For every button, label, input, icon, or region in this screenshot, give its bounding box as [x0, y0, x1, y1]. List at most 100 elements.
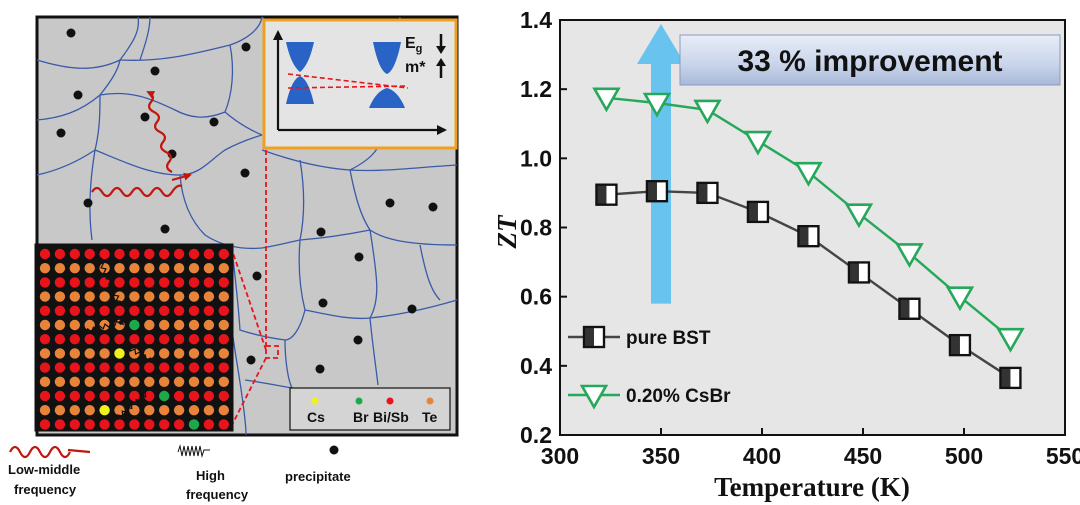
low-middle-label-2: frequency — [14, 482, 77, 497]
lattice-atom-bisb — [144, 277, 155, 288]
lattice-atom-bisb — [173, 277, 185, 288]
lattice-atom-bisb — [159, 305, 170, 316]
lattice-atom-te — [54, 376, 66, 387]
lattice-atom-bisb — [159, 248, 170, 260]
lattice-atom-te — [203, 291, 215, 302]
lattice-atom-bisb — [54, 362, 66, 373]
lattice-atom-bisb — [188, 248, 200, 260]
lattice-atom-te — [188, 376, 200, 387]
lattice-atom-bisb — [114, 362, 125, 373]
lattice-atom-te — [218, 348, 229, 359]
lattice-atom-bisb — [144, 248, 155, 260]
lattice-atom-bisb — [69, 419, 81, 430]
lattice-atom-bisb — [69, 277, 81, 288]
lattice-atom-bisb — [39, 362, 51, 373]
lattice-atom-te — [218, 376, 229, 387]
data-point-triangle — [945, 286, 975, 312]
lattice-atom-te — [173, 348, 185, 359]
lattice-atom-bisb — [203, 248, 215, 260]
lattice-atom-te — [84, 263, 95, 274]
lattice-atom-bisb — [188, 390, 200, 402]
lattice-atom-bisb — [114, 419, 125, 430]
lattice-atom-te — [39, 348, 51, 359]
lattice-atom-bisb — [99, 248, 110, 260]
lattice-atom-bisb — [173, 390, 185, 402]
lattice-atom-bisb — [173, 419, 185, 430]
lattice-atom-bisb — [218, 419, 229, 430]
lattice-atom-bisb — [99, 362, 110, 373]
lattice-atom-te — [114, 376, 125, 387]
lattice-atom-bisb — [218, 390, 229, 402]
data-point-square — [645, 180, 669, 203]
data-point-triangle — [844, 203, 874, 229]
data-point-square — [746, 200, 770, 224]
lattice-atom-te — [173, 263, 185, 274]
lattice-atom-te — [144, 376, 155, 387]
data-point-triangle — [579, 384, 609, 410]
low-frequency-phonon-path — [91, 91, 192, 198]
lattice-atom-bisb — [173, 334, 185, 345]
lattice-atom-bisb — [203, 334, 215, 345]
lattice-atom-te — [218, 319, 229, 331]
lattice-atom-bisb — [188, 362, 200, 373]
lattice-atom-te — [69, 263, 81, 274]
lattice-atom-te — [39, 405, 51, 416]
y-tick-label: 0.6 — [520, 284, 552, 310]
lattice-atom-te — [203, 405, 215, 416]
lattice-atom-bisb — [188, 334, 200, 345]
lattice-atom-bisb — [84, 390, 95, 402]
improvement-arrow-shape — [637, 24, 685, 304]
data-point-square — [898, 297, 921, 320]
lattice-atom-bisb — [129, 390, 140, 402]
lattice-atom-bisb — [159, 419, 170, 430]
lattice-atom-te — [173, 405, 185, 416]
lattice-atom-bisb — [203, 390, 215, 402]
lattice-atom-te — [54, 319, 66, 331]
lattice-atom-te — [218, 405, 229, 416]
y-tick-label: 0.8 — [520, 215, 552, 241]
lattice-atom-te — [99, 376, 110, 387]
x-tick-label: 400 — [743, 443, 781, 469]
lattice-atom-bisb — [114, 248, 125, 260]
lattice-atom-br — [129, 319, 140, 331]
lattice-atom-te — [188, 263, 200, 274]
lattice-atom-bisb — [39, 390, 51, 402]
lattice-atom-te — [54, 405, 66, 416]
lattice-atom-bisb — [84, 362, 95, 373]
y-tick-label: 0.2 — [520, 422, 552, 448]
lattice-atom-te — [218, 263, 229, 274]
lattice-atom-te — [69, 291, 81, 302]
lattice-atom-te — [159, 291, 170, 302]
y-tick-label: 1.2 — [520, 76, 552, 102]
lattice-atom-te — [173, 291, 185, 302]
lattice-atom-bisb — [114, 390, 125, 402]
y-tick-label: 0.4 — [520, 353, 552, 379]
x-tick-label: 450 — [844, 443, 882, 469]
data-point-square — [797, 225, 820, 248]
x-tick-label: 300 — [541, 443, 579, 469]
lattice-atom-bisb — [173, 305, 185, 316]
y-tick-label: 1.0 — [520, 145, 552, 171]
lattice-atom-bisb — [159, 277, 170, 288]
lattice-atom-bisb — [129, 362, 140, 373]
data-point-triangle — [996, 327, 1025, 353]
lattice-atom-te — [84, 291, 95, 302]
lattice-atom-te — [144, 291, 155, 302]
y-axis-title: ZT — [492, 214, 522, 249]
lattice-atom-bisb — [144, 362, 155, 373]
lattice-atom-cs — [99, 405, 110, 416]
zoom-connectors — [231, 150, 279, 426]
lattice-atom-cs — [114, 348, 125, 359]
lattice-atom-bisb — [99, 305, 110, 316]
x-axis-title: Temperature (K) — [714, 472, 910, 502]
lattice-atom-bisb — [203, 419, 215, 430]
lattice-atom-te — [129, 291, 140, 302]
lattice-atom-bisb — [218, 334, 229, 345]
lattice-atom-te — [129, 263, 140, 274]
legend-label: 0.20% CsBr — [626, 386, 731, 407]
lattice-atom-bisb — [84, 334, 95, 345]
lattice-atom-te — [144, 263, 155, 274]
lattice-atom-bisb — [54, 248, 66, 260]
lattice-atom-te — [173, 319, 185, 331]
